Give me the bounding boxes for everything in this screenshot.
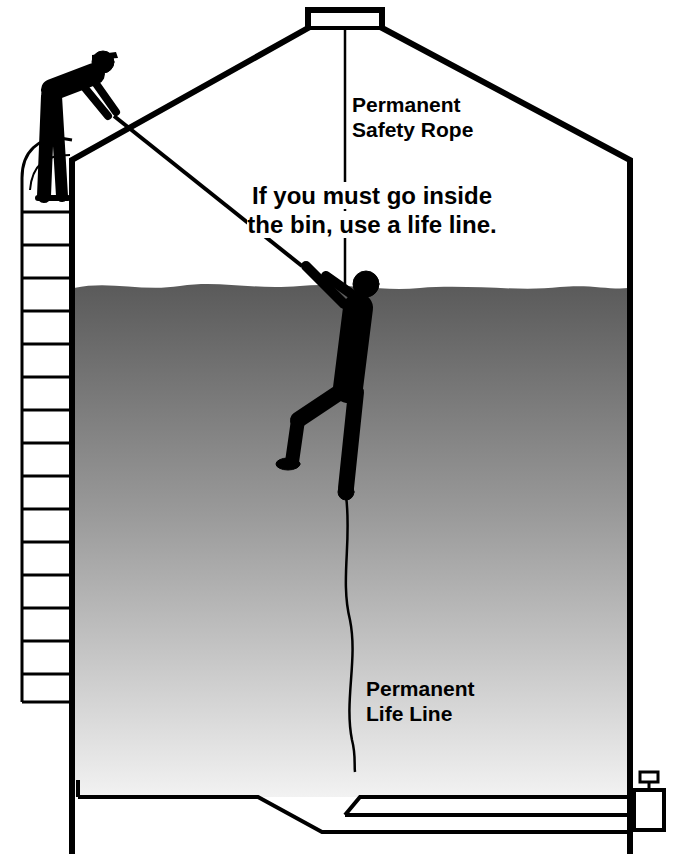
safety-rope (344, 28, 347, 290)
rope-label: Permanent Safety Rope (352, 92, 484, 142)
bin-outline (72, 10, 630, 854)
label-text: Permanent Safety Rope (352, 93, 473, 141)
ladder (22, 138, 72, 702)
aeration-floor (78, 772, 664, 832)
worker-in-grain (276, 266, 379, 500)
ladder-rung (22, 508, 72, 511)
ladder-rung (22, 277, 72, 280)
permanent-life-line (346, 496, 355, 772)
ladder-rung (22, 574, 72, 577)
ladder-rung (22, 211, 72, 214)
label-text: Permanent Life Line (366, 677, 475, 725)
worker-on-roof (38, 51, 118, 198)
ladder-rung (22, 673, 72, 676)
ladder-rung (22, 409, 72, 412)
ladder-rung (22, 541, 72, 544)
ladder-rung (22, 475, 72, 478)
ladder-rung (22, 343, 72, 346)
grain-mass (74, 284, 628, 797)
ladder-rung (22, 244, 72, 247)
ladder-rung (22, 310, 72, 313)
label-text: If you must go inside the bin, use a lif… (247, 182, 496, 238)
ladder-rung (22, 640, 72, 643)
instruction-note: If you must go inside the bin, use a lif… (244, 182, 500, 240)
life-line-label: Permanent Life Line (366, 676, 502, 726)
ladder-rung (22, 442, 72, 445)
ladder-rung (22, 376, 72, 379)
ladder-rung (22, 607, 72, 610)
